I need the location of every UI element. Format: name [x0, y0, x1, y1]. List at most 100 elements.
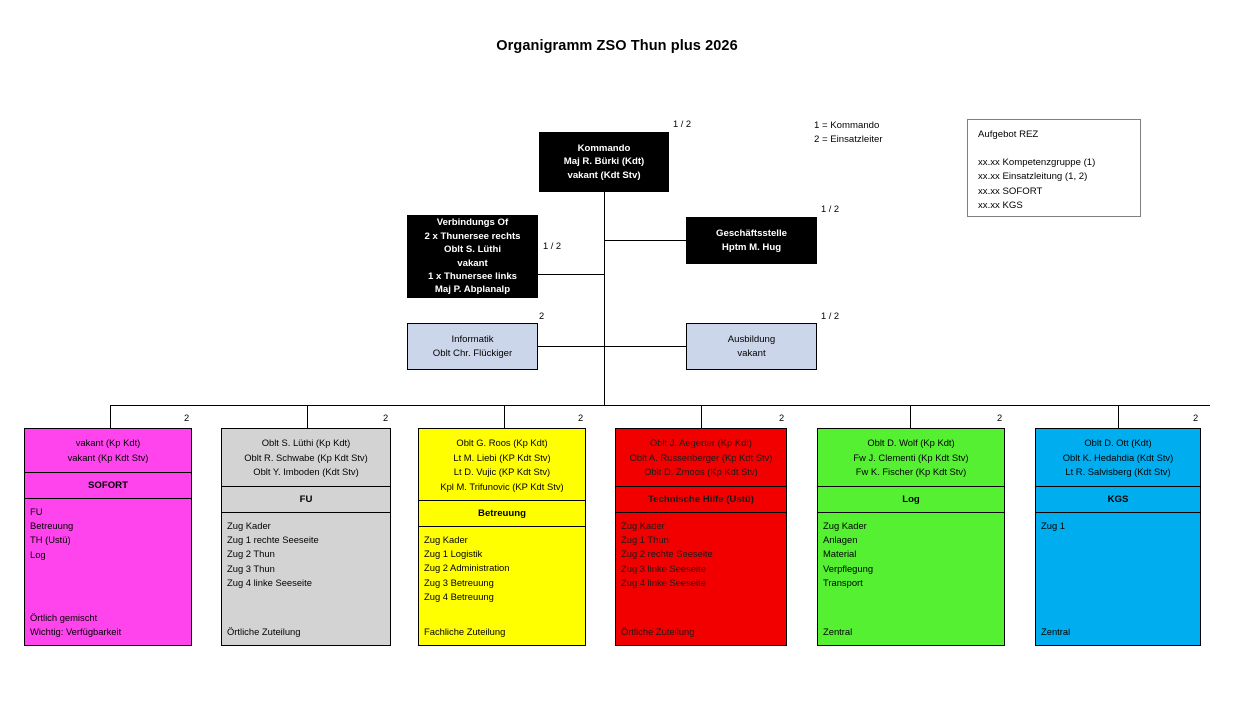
company-command-line: Lt M. Liebi (KP Kdt Stv) — [453, 451, 551, 463]
node-line: Maj R. Bürki (Kdt) — [563, 156, 645, 168]
company-item: Zug 1 — [1041, 520, 1065, 531]
company-column-log[interactable]: Oblt D. Wolf (Kp Kdt)Fw J. Clementi (Kp … — [817, 428, 1005, 646]
node-line: Oblt S. Lüthi — [443, 244, 502, 256]
mult-label-technische-hilfe: 2 — [779, 413, 785, 423]
company-command-line: Oblt D. Zmoos (Kp Kdt Stv) — [644, 466, 758, 478]
company-name-fu: FU — [222, 487, 390, 513]
company-command-line: Oblt G. Roos (Kp Kdt) — [456, 437, 548, 448]
company-command-line: Oblt D. Ott (Kdt) — [1084, 437, 1152, 448]
connector-informatik — [538, 346, 605, 347]
company-bus-line — [110, 405, 1210, 406]
note-title: Aufgebot REZ — [978, 129, 1039, 140]
node-geschaeftsstelle[interactable]: Geschäftsstelle Hptm M. Hug — [686, 217, 817, 264]
note-line: xx.xx SOFORT — [978, 185, 1043, 197]
code-legend-line: 2 = Einsatzleiter — [814, 133, 883, 145]
company-body-cell: Zug 1 Zentral — [1036, 513, 1200, 645]
company-drop-line — [701, 405, 702, 428]
company-drop-line — [504, 405, 505, 428]
connector-verbindungs-of — [538, 274, 605, 275]
node-line: Maj P. Abplanalp — [434, 284, 511, 296]
company-footer: Zentral — [1041, 625, 1070, 639]
company-name-kgs: KGS — [1036, 487, 1200, 513]
company-item: Zug 1 Thun — [621, 534, 669, 546]
company-command-line: Oblt R. Schwabe (Kp Kdt Stv) — [244, 451, 368, 463]
company-column-sofort[interactable]: vakant (Kp Kdt)vakant (Kp Kdt Stv)SOFORT… — [24, 428, 192, 646]
company-item: TH (Ustü) — [30, 534, 71, 546]
company-footer: Zentral — [823, 625, 852, 639]
node-line: Ausbildung — [727, 333, 776, 345]
company-item: Material — [823, 548, 857, 560]
node-kommando[interactable]: Kommando Maj R. Bürki (Kdt) vakant (Kdt … — [539, 132, 669, 192]
company-footer-line: Örtliche Zuteilung — [227, 625, 301, 637]
connector-ausbildung — [604, 346, 686, 347]
mult-label-kommando: 1 / 2 — [673, 119, 692, 129]
node-line: vakant (Kdt Stv) — [567, 169, 641, 181]
company-item: Zug 4 linke Seeseite — [227, 576, 312, 588]
company-command-line: Fw K. Fischer (Kp Kdt Stv) — [855, 466, 967, 478]
company-item: Zug 3 Thun — [227, 562, 275, 574]
mult-label-betreuung: 2 — [578, 413, 584, 423]
company-footer-line: Örtliche Zuteilung — [621, 625, 695, 637]
company-item: Zug 2 rechte Seeseite — [621, 548, 713, 560]
node-ausbildung[interactable]: Ausbildung vakant — [686, 323, 817, 370]
company-drop-line — [1118, 405, 1119, 428]
company-item: Zug 2 Thun — [227, 548, 275, 560]
node-line: 1 x Thunersee links — [427, 270, 518, 282]
company-command-cell: Oblt G. Roos (Kp Kdt) Lt M. Liebi (KP Kdt… — [419, 429, 585, 501]
company-name-log: Log — [818, 487, 1004, 513]
company-item: Zug 1 Logistik — [424, 548, 483, 560]
mult-label-kgs: 2 — [1193, 413, 1199, 423]
company-item: Zug 3 Betreuung — [424, 576, 494, 588]
company-item: Zug 2 Administration — [424, 562, 510, 574]
node-verbindungs-of[interactable]: Verbindungs Of 2 x Thunersee rechts Oblt… — [407, 215, 538, 298]
company-command-line: Lt D. Vujic (KP Kdt Stv) — [453, 466, 551, 478]
company-item: Log — [30, 548, 46, 560]
mult-label-fu: 2 — [383, 413, 389, 423]
company-drop-line — [110, 405, 111, 428]
note-line: xx.xx KGS — [978, 200, 1023, 211]
company-command-line: Oblt Y. Imboden (Kdt Stv) — [253, 466, 359, 478]
connector-geschaeftsstelle — [604, 240, 686, 241]
company-drop-line — [910, 405, 911, 428]
company-command-line: Kpl M. Trifunovic (KP Kdt Stv) — [440, 480, 564, 492]
company-command-cell: Oblt D. Ott (Kdt) Oblt K. Hedahdia (Kdt S… — [1036, 429, 1200, 487]
company-item: Betreuung — [30, 520, 74, 532]
company-column-kgs[interactable]: Oblt D. Ott (Kdt) Oblt K. Hedahdia (Kdt S… — [1035, 428, 1201, 646]
node-line: Hptm M. Hug — [721, 241, 782, 253]
node-line: Kommando — [577, 142, 631, 154]
mult-label-sofort: 2 — [184, 413, 190, 423]
company-command-cell: Oblt D. Wolf (Kp Kdt)Fw J. Clementi (Kp … — [818, 429, 1004, 487]
company-footer-line: Zentral — [1041, 625, 1071, 637]
company-footer-line: Zentral — [823, 625, 853, 637]
mult-label-verbindungs-of: 1 / 2 — [543, 241, 562, 251]
mult-label-informatik: 2 — [539, 311, 545, 321]
node-line: Verbindungs Of — [436, 217, 509, 229]
company-column-technische-hilfe[interactable]: Oblt J. Aegerter (Kp Kdt)Oblt A. Russenb… — [615, 428, 787, 646]
company-footer: Fachliche Zuteilung — [424, 625, 505, 639]
company-item: Zug 3 linke Seeseite — [621, 562, 706, 574]
company-footer-line: Wichtig: Verfügbarkeit — [30, 625, 122, 637]
company-name-betreuung: Betreuung — [419, 501, 585, 527]
mult-label-geschaeftsstelle: 1 / 2 — [821, 204, 840, 214]
code-legend: 1 = Kommando 2 = Einsatzleiter — [814, 119, 883, 146]
company-item: Anlagen — [823, 534, 858, 546]
company-column-betreuung[interactable]: Oblt G. Roos (Kp Kdt) Lt M. Liebi (KP Kdt… — [418, 428, 586, 646]
company-command-line: Oblt D. Wolf (Kp Kdt) — [867, 437, 955, 448]
company-footer: Örtliche Zuteilung — [227, 625, 300, 639]
company-item: Zug 4 Betreuung — [424, 590, 494, 602]
company-command-line: Oblt K. Hedahdia (Kdt Stv) — [1062, 451, 1174, 463]
company-command-cell: vakant (Kp Kdt)vakant (Kp Kdt Stv) — [25, 429, 191, 473]
company-item: Zug Kader — [227, 520, 271, 531]
node-line: 2 x Thunersee rechts — [424, 230, 521, 242]
company-column-fu[interactable]: Oblt S. Lüthi (Kp Kdt)Oblt R. Schwabe (K… — [221, 428, 391, 646]
company-command-line: Oblt J. Aegerter (Kp Kdt) — [649, 437, 753, 448]
company-item: Zug 1 rechte Seeseite — [227, 534, 319, 546]
node-line: Oblt Chr. Flückiger — [432, 347, 513, 359]
company-name-technische-hilfe: Technische Hilfe (Ustü) — [616, 487, 786, 513]
node-informatik[interactable]: Informatik Oblt Chr. Flückiger — [407, 323, 538, 370]
company-item: FU — [30, 506, 43, 517]
